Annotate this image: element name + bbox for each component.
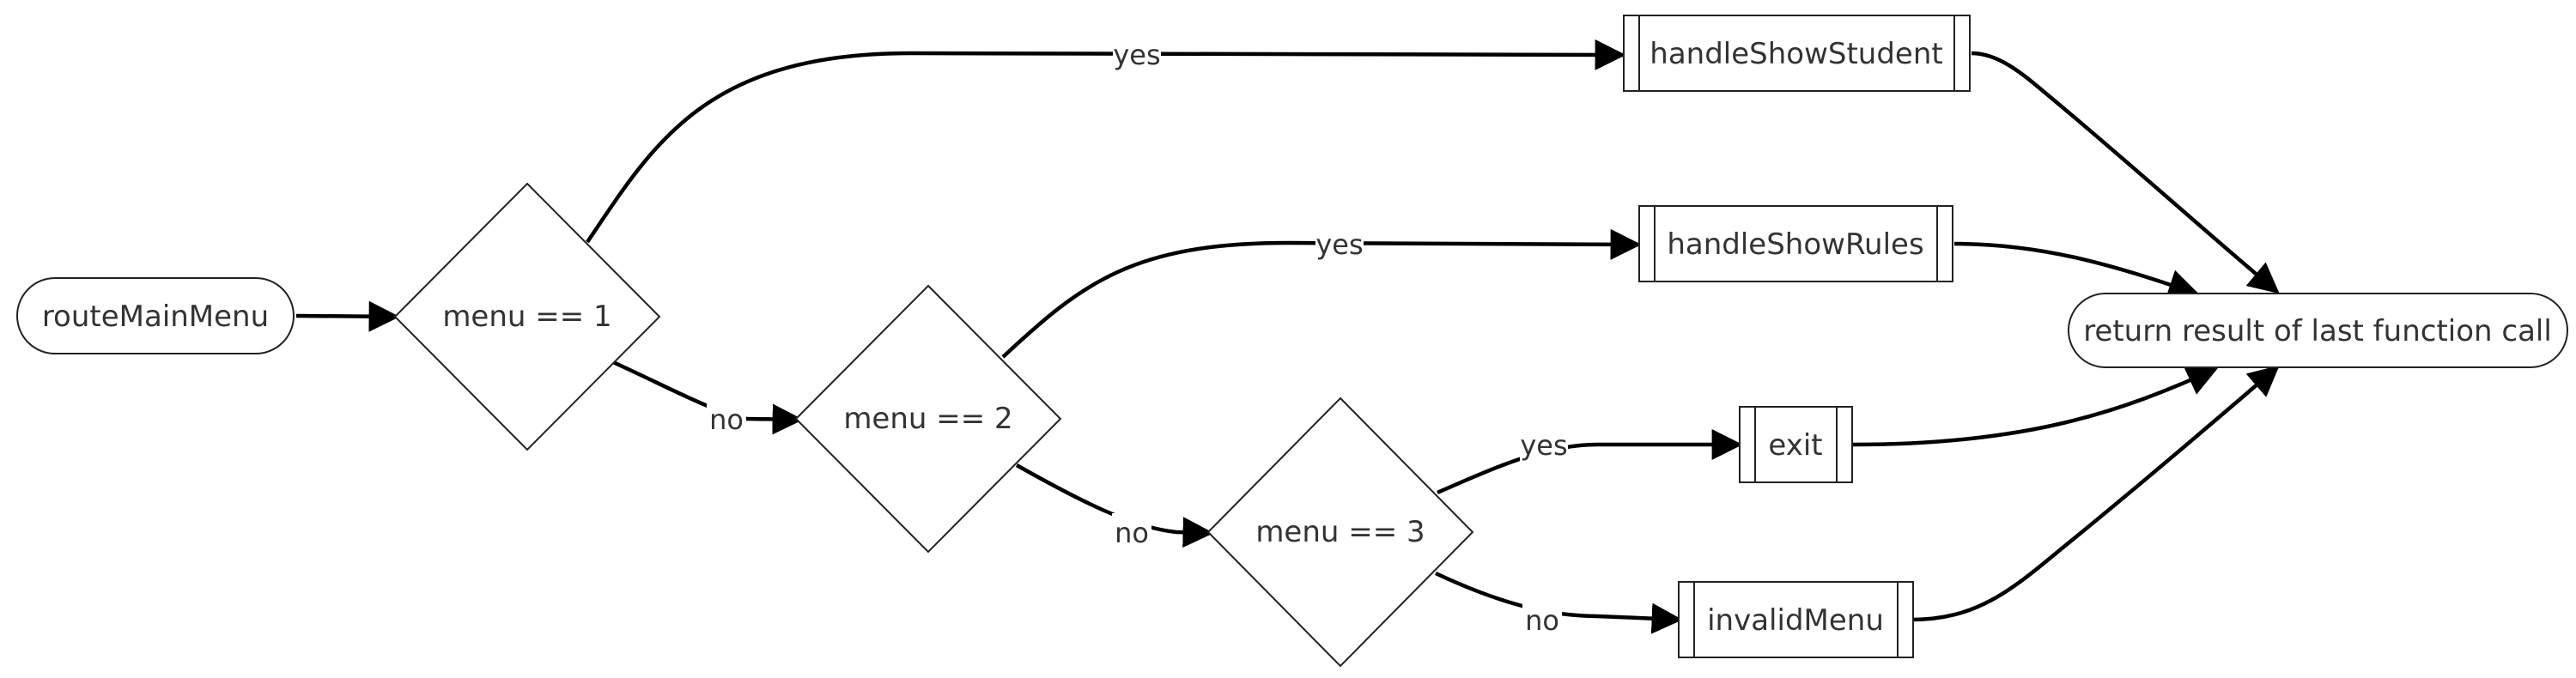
node-label: menu == 3 [1255, 515, 1425, 549]
edge-invalidmenu-to-end [1911, 365, 2280, 622]
edge-menu2-to-menu3 [1015, 463, 1214, 548]
nodes: routeMainMenu menu == 1 menu == 2 menu =… [16, 15, 2568, 668]
node-invalidmenu: invalidMenu [1678, 581, 1914, 658]
edge-label-text: yes [1520, 429, 1567, 462]
node-label: handleShowStudent [1649, 37, 1942, 71]
node-label: invalidMenu [1707, 603, 1884, 638]
node-label: menu == 1 [442, 300, 611, 334]
node-menu-2: menu == 2 [794, 284, 1062, 554]
edge-menu3-to-exit [1437, 429, 1743, 495]
edge-label-yes-2: yes [1315, 225, 1364, 263]
edge-label-text: yes [1315, 228, 1363, 261]
node-exit: exit [1739, 406, 1853, 483]
node-label: handleShowRules [1667, 227, 1923, 262]
node-routemainmenu: routeMainMenu [16, 277, 295, 354]
edge-label-text: no [1525, 604, 1559, 637]
edge-exit-to-end [1852, 366, 2219, 447]
node-handleshowstudent: handleShowStudent [1623, 15, 1971, 92]
edge-label-text: yes [1113, 39, 1160, 71]
node-label: return result of last function call [2083, 314, 2552, 348]
edge-menu1-to-handleshowstudent [586, 39, 1626, 244]
edge-start-to-menu1 [295, 300, 400, 332]
node-return-result: return result of last function call [2068, 293, 2568, 368]
node-menu-1: menu == 1 [393, 182, 661, 451]
edge-label-text: no [1115, 517, 1149, 549]
edge-label-no-1: no [707, 400, 746, 438]
node-label: routeMainMenu [42, 300, 269, 334]
node-label: menu == 2 [843, 402, 1012, 436]
edge-menu2-to-handleshowrules [1001, 228, 1642, 359]
edge-handleshowrules-to-end [1953, 241, 2200, 300]
edge-label-no-3: no [1522, 601, 1562, 639]
edge-label-yes-3: yes [1520, 426, 1568, 463]
node-menu-3: menu == 3 [1206, 397, 1474, 668]
node-label: exit [1768, 428, 1822, 463]
edge-handleshowstudent-to-end [1971, 51, 2280, 294]
edge-label-text: no [709, 403, 744, 436]
node-handleshowrules: handleShowRules [1638, 205, 1953, 282]
edge-label-yes-1: yes [1113, 34, 1161, 72]
edge-labels: yes no yes no yes no [707, 34, 1568, 639]
edge-label-no-2: no [1112, 513, 1151, 551]
